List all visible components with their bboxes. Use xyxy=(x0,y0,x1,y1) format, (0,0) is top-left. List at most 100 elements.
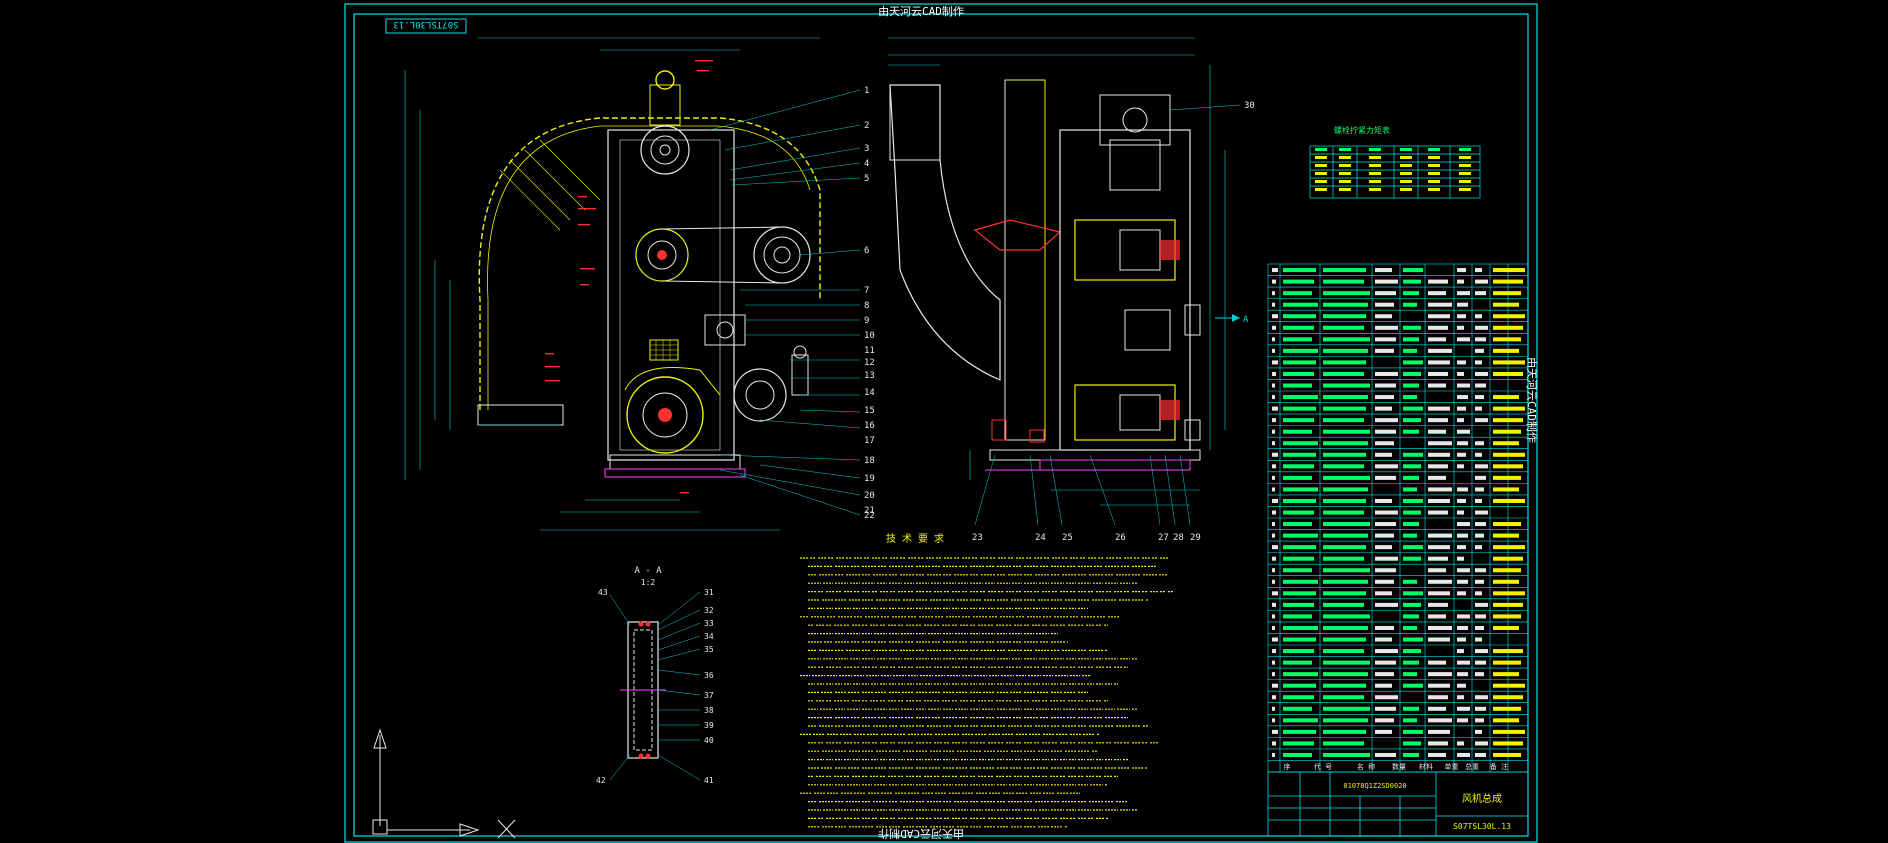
bom-cell xyxy=(1475,533,1484,538)
bom-cell xyxy=(1272,741,1276,746)
bom-cell xyxy=(1272,752,1275,757)
bom-cell xyxy=(1323,429,1370,434)
bom-cell xyxy=(1428,406,1450,411)
bom-cell xyxy=(1272,464,1276,469)
bom-cell xyxy=(1403,291,1419,296)
drawing-code-box: S07TSL30L.13 xyxy=(385,18,467,34)
bom-cell xyxy=(1475,579,1484,584)
bom-cell xyxy=(1475,568,1486,573)
bom-cell xyxy=(1323,649,1364,654)
bom-cell xyxy=(1457,487,1468,492)
bom-cell xyxy=(1457,695,1464,700)
bolt-table-title: 螺栓拧紧力矩表 xyxy=(1334,125,1390,135)
view-marker-a: A xyxy=(1243,315,1249,325)
bom-cell xyxy=(1272,337,1275,342)
table-cell xyxy=(1428,156,1440,159)
bom-cell xyxy=(1323,510,1364,515)
bom-cell xyxy=(1283,660,1312,665)
bom-cell xyxy=(1493,695,1523,700)
bom-cell xyxy=(1283,591,1316,596)
bom-cell xyxy=(1283,314,1316,319)
bom-cell xyxy=(1323,660,1370,665)
bom-cell xyxy=(1323,752,1370,757)
bom-cell xyxy=(1493,360,1525,365)
table-cell xyxy=(1428,188,1440,191)
bom-cell xyxy=(1323,625,1368,630)
bom-cell xyxy=(1475,268,1482,273)
bom-cell xyxy=(1475,591,1482,596)
bom-cell xyxy=(1375,706,1396,711)
bom-cell xyxy=(1323,579,1368,584)
bom-cell xyxy=(1428,591,1450,596)
bom-cell xyxy=(1457,395,1468,400)
bom-cell xyxy=(1493,348,1519,353)
bom-cell xyxy=(1428,371,1448,376)
bom-cell xyxy=(1428,614,1446,619)
svg-text:▬▬▬▬▬▬: ▬▬▬▬▬▬ xyxy=(578,206,596,212)
leader-number: 13 xyxy=(864,371,875,381)
bom-cell xyxy=(1403,625,1417,630)
bom-cell xyxy=(1403,337,1419,342)
bom-cell xyxy=(1457,591,1466,596)
bom-cell xyxy=(1457,752,1470,757)
bom-cell xyxy=(1428,279,1448,284)
bom-cell xyxy=(1375,314,1392,319)
bom-cell xyxy=(1323,279,1364,284)
leader-number: 5 xyxy=(864,174,869,184)
leader-number: 8 xyxy=(864,301,869,311)
bom-cell xyxy=(1457,383,1470,388)
leader-number: 26 xyxy=(1115,533,1126,543)
leader-number: 18 xyxy=(864,456,875,466)
bom-cell xyxy=(1493,672,1519,677)
leader-number: 9 xyxy=(864,316,869,326)
bom-header-cell: 序 xyxy=(1284,762,1291,771)
leader-number: 12 xyxy=(864,358,875,368)
bom-cell xyxy=(1475,741,1488,746)
bom-cell xyxy=(1475,752,1486,757)
table-cell xyxy=(1339,172,1351,175)
bom-cell xyxy=(1403,579,1417,584)
bom-cell xyxy=(1428,718,1452,723)
bom-cell xyxy=(1283,568,1312,573)
leader-number: 22 xyxy=(864,511,875,521)
bom-cell xyxy=(1428,695,1448,700)
bom-cell xyxy=(1375,337,1396,342)
bom-cell xyxy=(1272,441,1275,446)
bom-cell xyxy=(1475,672,1484,677)
leader-number: 29 xyxy=(1190,533,1201,543)
bom-cell xyxy=(1323,268,1366,273)
leader-number: 10 xyxy=(864,331,875,341)
bom-cell xyxy=(1475,522,1486,527)
bom-cell xyxy=(1403,741,1421,746)
bom-cell xyxy=(1323,672,1368,677)
bom-cell xyxy=(1283,614,1312,619)
bom-cell xyxy=(1475,614,1486,619)
bom-cell xyxy=(1493,314,1525,319)
bom-cell xyxy=(1375,498,1392,503)
table-cell xyxy=(1339,180,1351,183)
bom-cell xyxy=(1457,718,1468,723)
bom-cell xyxy=(1475,602,1488,607)
bom-cell xyxy=(1475,395,1484,400)
bom-cell xyxy=(1283,348,1318,353)
table-cell xyxy=(1369,180,1381,183)
section-label: A - A xyxy=(634,566,662,576)
bom-cell xyxy=(1493,591,1525,596)
bom-cell xyxy=(1428,360,1450,365)
bom-cell xyxy=(1375,752,1396,757)
bom-cell xyxy=(1403,268,1423,273)
svg-text:▬▬▬▬▬: ▬▬▬▬▬ xyxy=(580,266,595,272)
bom-cell xyxy=(1493,429,1521,434)
leader-number: 6 xyxy=(864,246,869,256)
bom-cell xyxy=(1403,602,1421,607)
bom-cell xyxy=(1375,556,1398,561)
bom-header-cell: 单重 xyxy=(1445,762,1459,771)
bom-header-cell: 材料 xyxy=(1419,762,1433,771)
bom-cell xyxy=(1323,452,1366,457)
bom-cell xyxy=(1403,475,1419,480)
bom-cell xyxy=(1323,591,1366,596)
bom-cell xyxy=(1283,487,1318,492)
bom-cell xyxy=(1403,522,1419,527)
bom-cell xyxy=(1493,522,1521,527)
bom-cell xyxy=(1283,533,1318,538)
